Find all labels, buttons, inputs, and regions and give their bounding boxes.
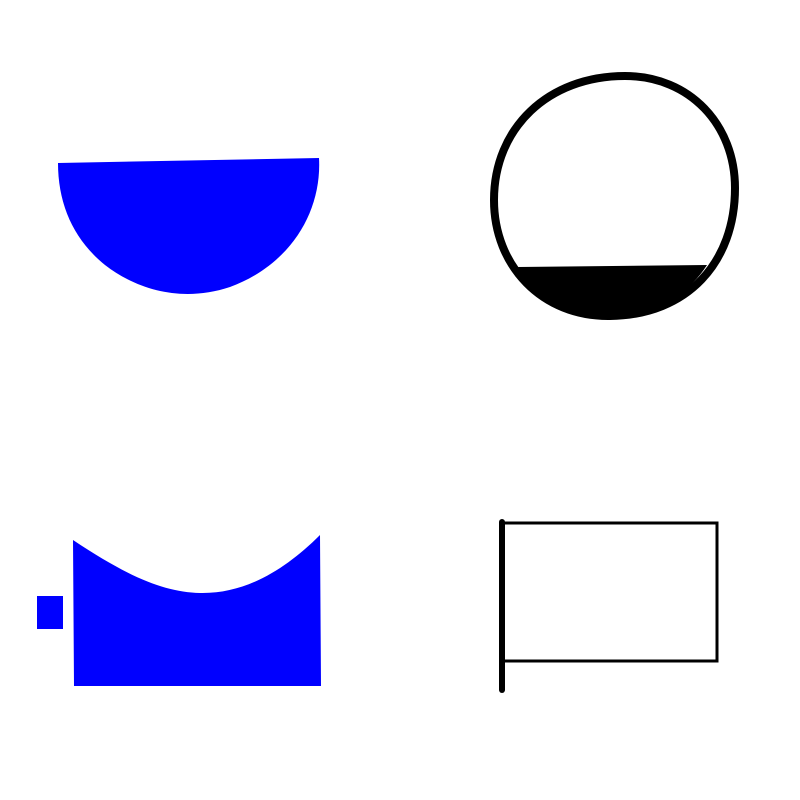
flag-banner — [501, 521, 719, 663]
blue-half-disc — [58, 158, 320, 294]
circle-outline — [490, 72, 739, 321]
blue-small-square — [37, 596, 63, 629]
flag-outline — [499, 519, 719, 693]
circle-bottom-segment-fill — [518, 265, 707, 318]
circle-with-filled-bottom-segment — [490, 72, 739, 321]
blue-block-with-curved-top — [73, 535, 321, 686]
